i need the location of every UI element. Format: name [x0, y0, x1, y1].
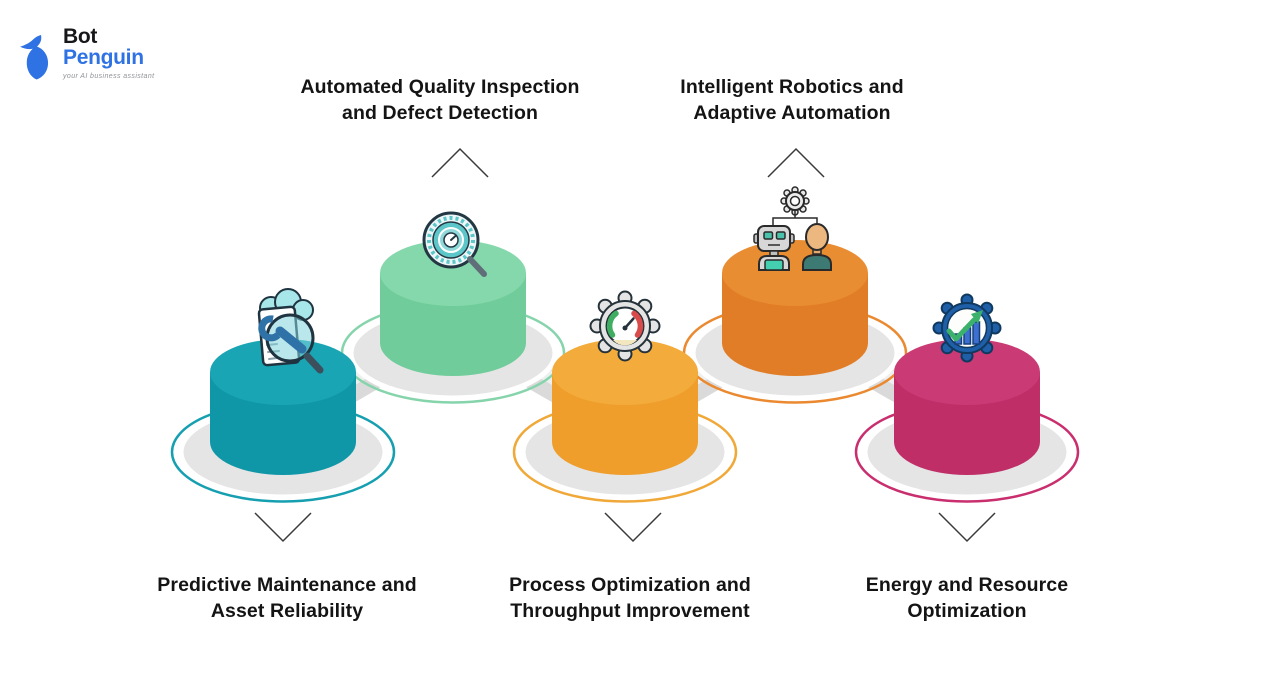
logo-text-bot: Bot [63, 25, 98, 48]
penguin-icon [20, 35, 49, 80]
label-predictive-maintenance: Predictive Maintenance and Asset Reliabi… [157, 574, 417, 622]
document-wrench-magnifier-icon [257, 288, 324, 374]
gear-speedometer-icon [589, 290, 661, 362]
gear-chart-arrow-icon [932, 293, 1002, 363]
label-automated-quality-inspection: Automated Quality Inspection and Defect … [300, 76, 580, 124]
chevron-down-icon [938, 512, 996, 543]
chevron-up-icon [431, 147, 489, 178]
chevron-down-icon [604, 512, 662, 543]
cylinder-step-4 [722, 240, 868, 376]
label-process-optimization: Process Optimization and Throughput Impr… [509, 574, 751, 622]
cylinder-step-1 [210, 339, 356, 475]
logo-text-penguin: Penguin [63, 46, 144, 69]
cylinder-step-3 [552, 339, 698, 475]
magnifier-gauge-icon [422, 211, 487, 277]
botpenguin-logo: Bot Penguin your AI business assistant [16, 26, 154, 80]
cylinder-step-5 [894, 339, 1040, 475]
logo-tagline: your AI business assistant [63, 73, 155, 80]
label-intelligent-robotics: Intelligent Robotics and Adaptive Automa… [680, 76, 904, 124]
robot-human-gear-icon [753, 186, 832, 271]
cylinder-step-2 [380, 240, 526, 376]
chevron-down-icon [254, 512, 312, 543]
chevron-up-icon [767, 147, 825, 178]
label-energy-resource: Energy and Resource Optimization [865, 574, 1069, 622]
